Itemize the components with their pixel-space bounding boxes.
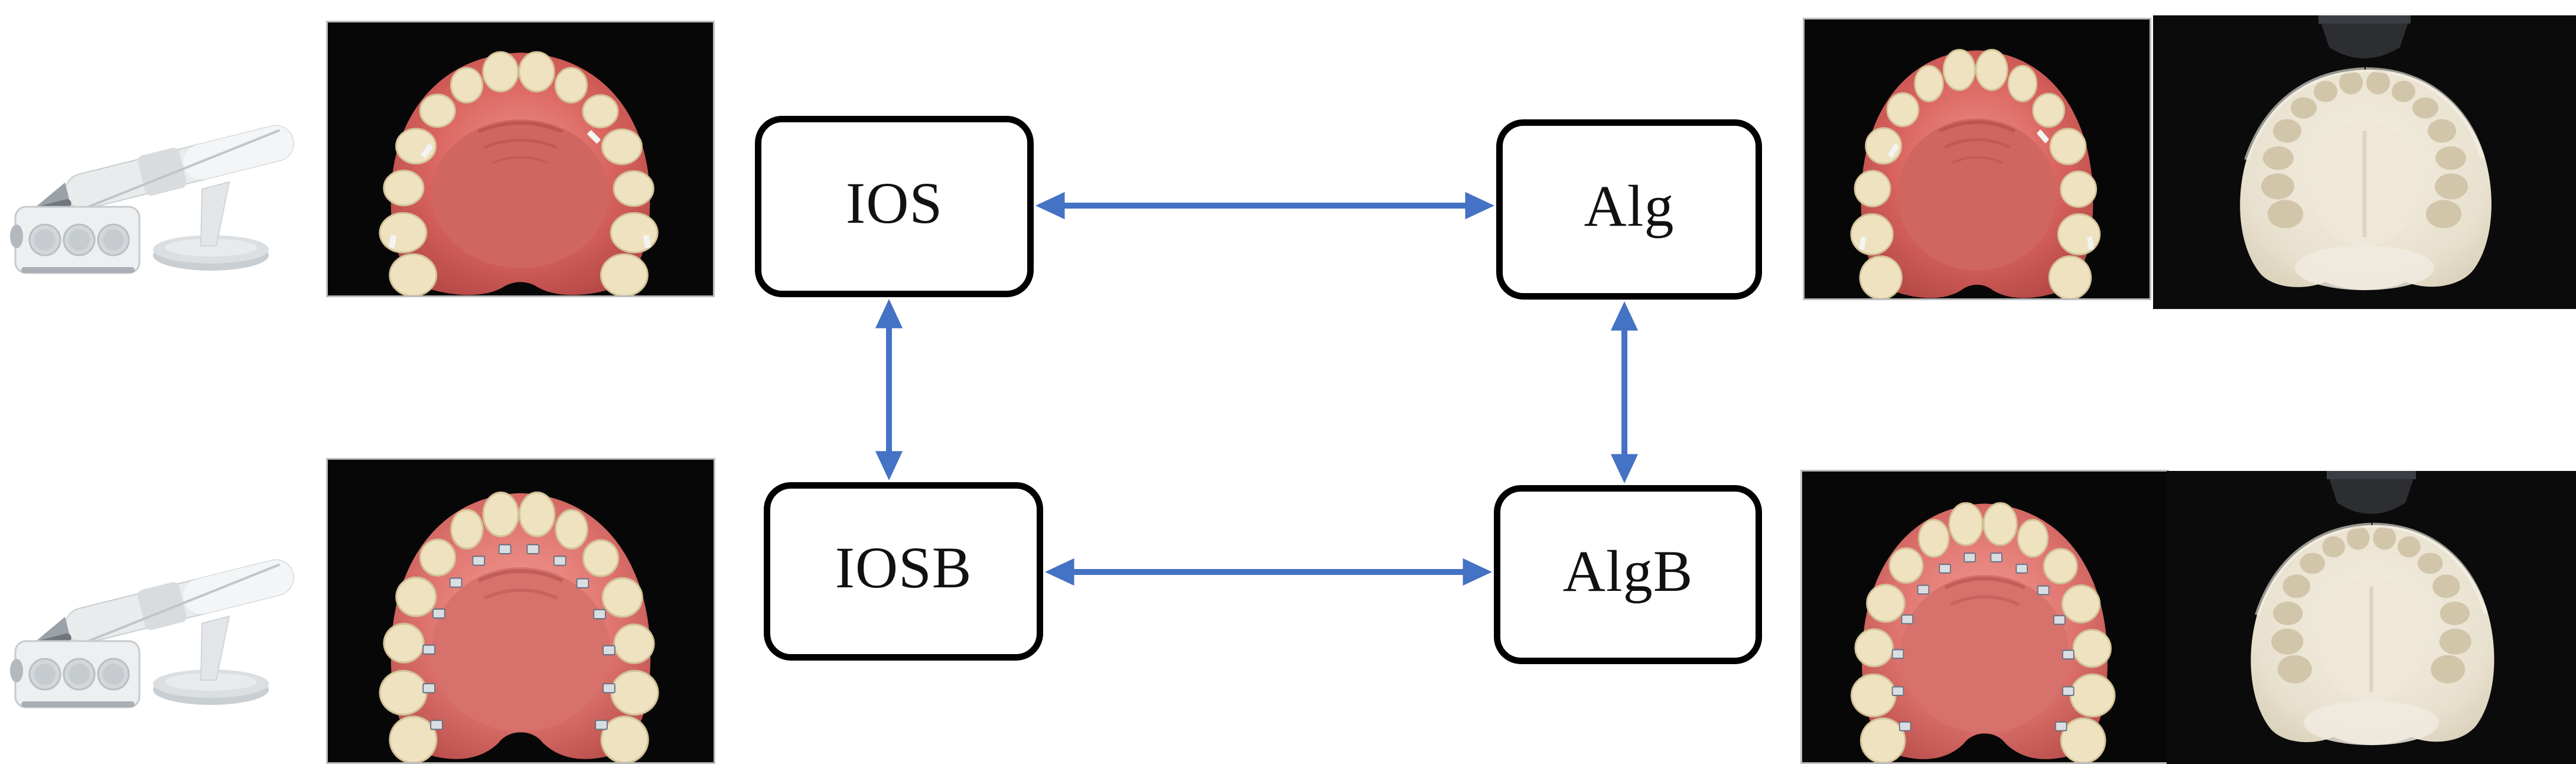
stone-cast-icon: [2153, 15, 2576, 309]
maxillary-typodont-icon: [328, 22, 713, 295]
node-algb-label: AlgB: [1562, 538, 1694, 604]
node-iosb: IOSB: [764, 482, 1043, 661]
stone-cast-photo-bottom: [2167, 471, 2576, 764]
node-alg-label: Alg: [1584, 173, 1675, 239]
stone-cast-icon: [2167, 471, 2576, 764]
intraoral-scanner-image-top: [7, 64, 320, 282]
typodont-brackets-photo-bottom-left: [326, 458, 715, 764]
intraoral-scanner-icon: [7, 64, 320, 282]
maxillary-typodont-brackets-icon: [328, 460, 714, 762]
stone-cast-photo-top: [2153, 15, 2576, 309]
typodont-photo-top-right: [1803, 18, 2151, 300]
node-ios: IOS: [755, 116, 1034, 297]
typodont-brackets-photo-bottom-right: [1800, 470, 2169, 764]
node-algb: AlgB: [1494, 485, 1762, 664]
maxillary-typodont-brackets-icon: [1802, 472, 2167, 762]
intraoral-scanner-image-bottom: [7, 498, 320, 717]
node-ios-label: IOS: [845, 170, 943, 236]
typodont-photo-top-left: [326, 21, 715, 297]
node-iosb-label: IOSB: [835, 535, 972, 600]
maxillary-typodont-icon: [1805, 19, 2150, 298]
intraoral-scanner-icon: [7, 498, 320, 717]
node-alg: Alg: [1496, 119, 1762, 300]
